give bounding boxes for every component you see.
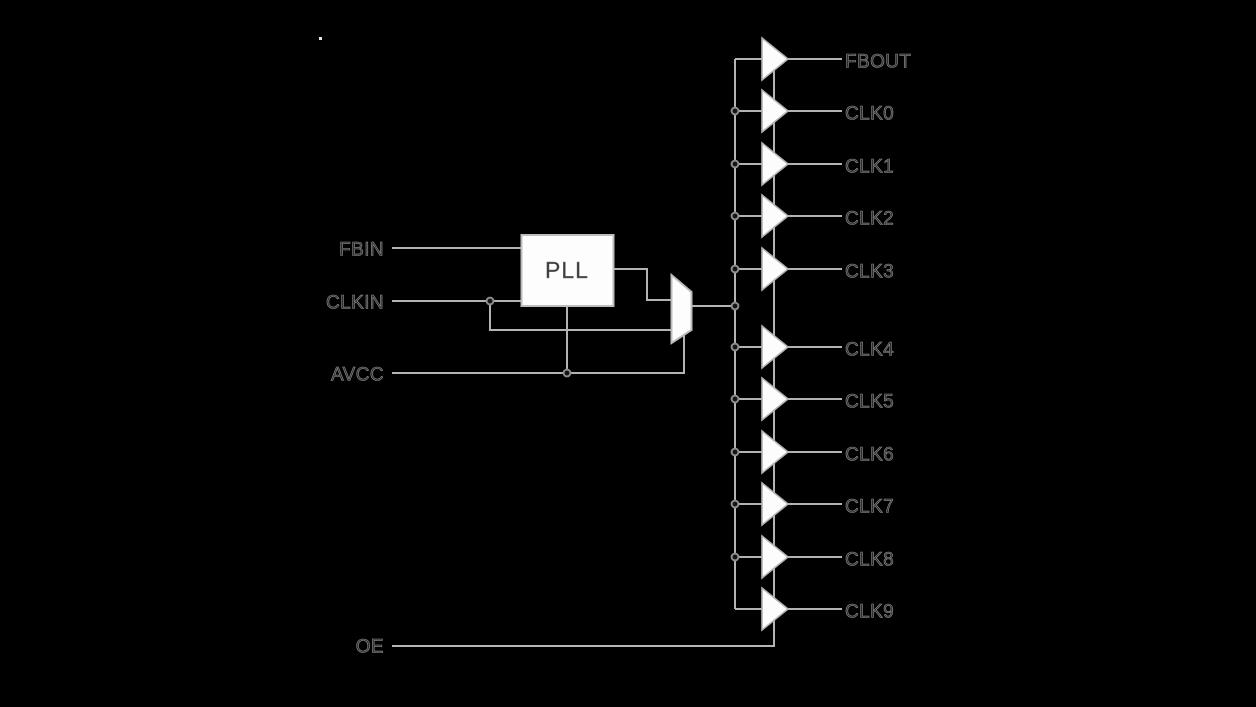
junction-dots (485, 106, 740, 562)
avcc-wire (392, 333, 685, 374)
buffer-triangle-clk8 (761, 534, 790, 580)
mux (670, 272, 693, 345)
junction-dot-clk2 (730, 211, 740, 221)
output-label-clk3: CLK3 (845, 261, 895, 283)
junction-dot-clkin (485, 296, 495, 306)
buffer-output-wires (788, 58, 842, 610)
output-label-clk5: CLK5 (845, 391, 895, 413)
junction-dot-clk5 (730, 394, 740, 404)
output-label-clk2: CLK2 (845, 208, 895, 230)
input-label-fbin: FBIN (339, 239, 384, 261)
wires (392, 59, 775, 647)
input-label-oe: OE (355, 636, 384, 658)
junction-dot-mux-out (730, 301, 740, 311)
junction-dot-avcc (562, 368, 572, 378)
stray-dot (319, 37, 322, 40)
junction-dot-clk4 (730, 342, 740, 352)
junction-dot-clk7 (730, 499, 740, 509)
junction-dot-clk1 (730, 159, 740, 169)
output-label-clk7: CLK7 (845, 496, 895, 518)
junction-dot-clk8 (730, 552, 740, 562)
input-label-avcc: AVCC (331, 364, 384, 386)
output-buffers (761, 36, 790, 632)
buffer-triangle-clk6 (761, 429, 790, 475)
output-label-fbout: FBOUT (845, 51, 912, 73)
output-label-clk6: CLK6 (845, 444, 895, 466)
input-label-clkin: CLKIN (326, 292, 384, 314)
junction-dot-clk0 (730, 106, 740, 116)
buffer-triangle-clk7 (761, 481, 790, 527)
buffer-triangle-clk4 (761, 324, 790, 370)
output-label-clk4: CLK4 (845, 339, 895, 361)
output-label-clk1: CLK1 (845, 156, 895, 178)
buffer-input-stubs (735, 58, 762, 610)
buffer-triangle-clk3 (761, 246, 790, 292)
buffer-triangle-clk9 (761, 586, 790, 632)
pll-label: PLL (545, 257, 589, 283)
buffer-triangle-clk1 (761, 141, 790, 187)
oe-wire (392, 59, 775, 647)
clkin-bypass-wire (489, 301, 672, 331)
buffer-triangle-clk0 (761, 88, 790, 134)
junction-dot-clk6 (730, 447, 740, 457)
buffer-triangle-fbout (761, 36, 790, 82)
output-label-clk9: CLK9 (845, 601, 895, 623)
buffer-triangle-clk5 (761, 376, 790, 422)
output-label-clk0: CLK0 (845, 103, 895, 125)
pll-box (520, 234, 615, 307)
pll-output-wire (613, 268, 672, 301)
output-label-clk8: CLK8 (845, 549, 895, 571)
junction-dot-clk3 (730, 264, 740, 274)
buffer-triangle-clk2 (761, 193, 790, 239)
